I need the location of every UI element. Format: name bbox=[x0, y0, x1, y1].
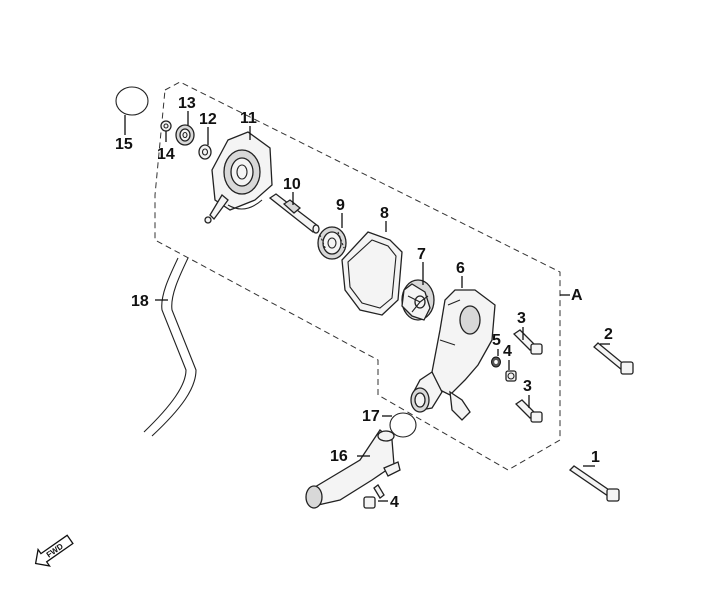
callout-3-upper: 3 bbox=[517, 310, 526, 327]
callout-2: 2 bbox=[604, 326, 613, 343]
part-18-hose bbox=[143, 257, 197, 437]
part-14-oil-seal bbox=[160, 120, 172, 132]
callout-6: 6 bbox=[456, 260, 465, 277]
part-11-pump-cover bbox=[204, 131, 273, 224]
callout-1: 1 bbox=[591, 449, 600, 466]
callout-8: 8 bbox=[380, 205, 389, 222]
part-5-washer bbox=[491, 356, 501, 368]
part-1-long-bolt bbox=[568, 465, 620, 502]
part-8-gasket bbox=[341, 231, 403, 316]
callout-12: 12 bbox=[199, 111, 217, 128]
callout-14: 14 bbox=[157, 146, 175, 163]
callout-15: 15 bbox=[115, 136, 133, 153]
part-6-pump-body bbox=[410, 289, 496, 421]
part-3-bolt-upper bbox=[512, 329, 543, 355]
part-4-nut-upper bbox=[505, 370, 517, 382]
callout-16: 16 bbox=[330, 448, 348, 465]
callout-7: 7 bbox=[417, 246, 426, 263]
part-4-bolt-pipe bbox=[363, 484, 385, 509]
callout-11: 11 bbox=[240, 110, 257, 127]
callout-10: 10 bbox=[283, 176, 301, 193]
callout-3-lower: 3 bbox=[523, 378, 532, 395]
part-15-o-ring bbox=[115, 86, 149, 116]
leader-lines bbox=[124, 111, 610, 502]
part-9-mechanical-seal bbox=[317, 226, 347, 260]
part-3-bolt-lower bbox=[514, 399, 543, 423]
part-13-bearing bbox=[175, 124, 195, 146]
part-17-o-ring bbox=[389, 412, 417, 438]
callout-9: 9 bbox=[336, 197, 345, 214]
fwd-arrow-icon: FWD bbox=[34, 534, 74, 567]
callout-13: 13 bbox=[178, 95, 196, 112]
callout-A: A bbox=[571, 287, 583, 304]
callout-4-upper: 4 bbox=[503, 343, 512, 360]
part-2-long-bolt bbox=[593, 342, 634, 375]
callout-4-lower: 4 bbox=[390, 494, 399, 511]
assembly-boundary-dashed bbox=[154, 81, 561, 471]
callout-18: 18 bbox=[131, 293, 149, 310]
callout-17: 17 bbox=[362, 408, 380, 425]
part-16-water-pipe bbox=[305, 429, 401, 509]
callout-5: 5 bbox=[492, 332, 501, 349]
part-10-pump-shaft bbox=[268, 193, 320, 234]
part-7-impeller bbox=[401, 279, 435, 321]
part-12-washer bbox=[198, 144, 212, 160]
